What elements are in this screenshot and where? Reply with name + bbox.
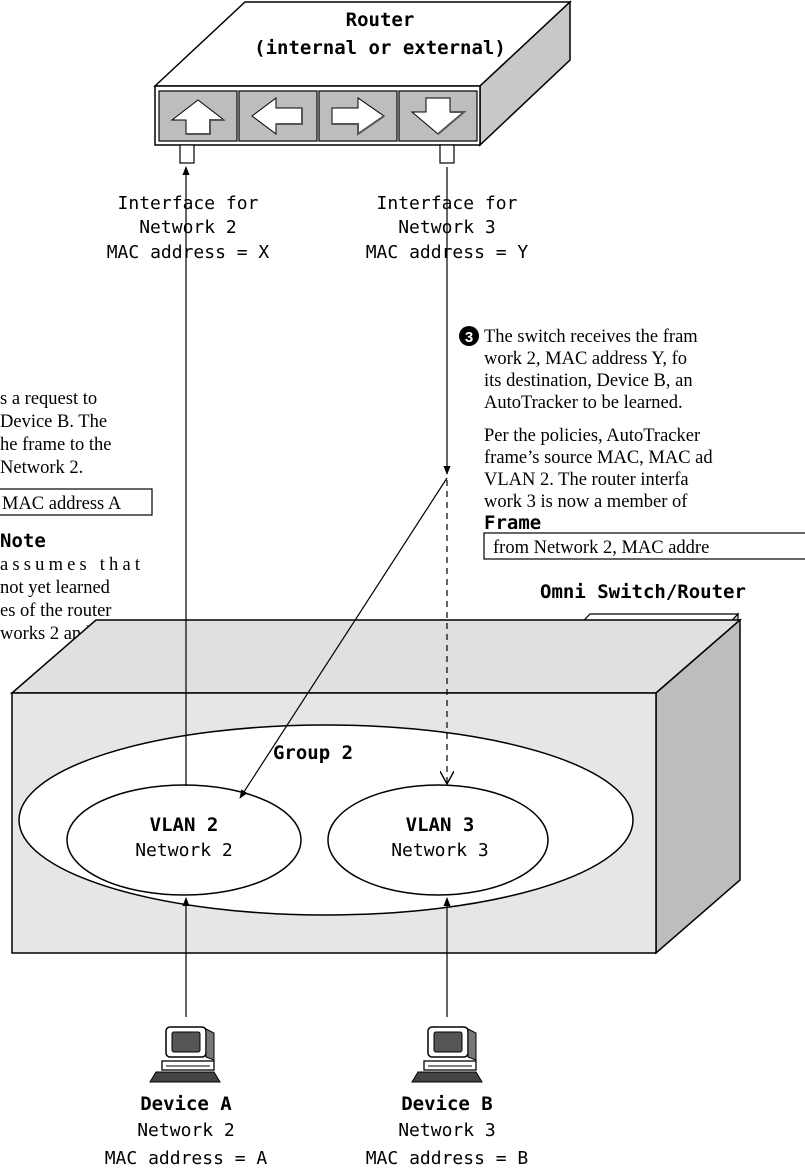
device-b-name: Device B [401,1093,493,1115]
step3-p1-line3: its destination, Device B, an [484,371,693,391]
left-line4: Network 2. [0,458,83,478]
interface-x-line1: Interface for [118,193,259,214]
group-box: Group 2 VLAN 2 Network 2 VLAN 3 Network … [9,618,743,955]
note-line1: assumes that [0,555,141,575]
step3-p2-line2: frame’s source MAC, MAC ad [484,448,713,468]
router-port-3 [318,90,398,142]
switch-label: Omni Switch/Router [540,581,746,603]
left-line2: Device B. The [0,412,107,432]
note-title: Note [0,530,46,552]
step3-p2-line4: work 3 is now a member of [484,492,688,512]
interface-x-line2: Network 2 [139,217,237,238]
router-interface-y-connector [439,144,455,164]
vlan-2-title: VLAN 2 [150,814,219,836]
router-port-4 [398,90,478,142]
left-frame-box [0,488,153,516]
arrow-to-vlan2 [239,477,448,799]
router-port-2 [238,90,318,142]
device-a-name: Device A [140,1093,232,1115]
device-b-network: Network 3 [398,1120,496,1141]
vlan-3-title: VLAN 3 [406,814,475,836]
left-frame-text: MAC address A [2,494,122,514]
device-b: Device B Network 3 MAC address = B [366,1026,529,1169]
vlan-3-network: Network 3 [391,840,489,861]
note-line2: not yet learned [0,578,111,598]
computer-icon [149,1026,221,1083]
router-port-1 [158,90,238,142]
router-interface-x-connector [179,144,195,164]
left-line1: s a request to [0,389,97,409]
step3-frame-label: Frame [484,512,541,534]
interface-x-label: Interface for Network 2 MAC address = X [107,193,270,263]
router-title: Router [346,9,415,31]
connections [182,166,448,1017]
vlan-3-ellipse [327,784,549,896]
device-b-mac: MAC address = B [366,1148,529,1169]
step3-frame-text: from Network 2, MAC addre [493,538,709,558]
step3-p2-line3: VLAN 2. The router interfa [484,470,689,490]
device-a-mac: MAC address = A [105,1148,268,1169]
step3-p2-line1: Per the policies, AutoTracker [484,426,700,446]
note-line3: es of the router [0,601,111,621]
vlan-2-network: Network 2 [135,840,233,861]
step-left-callout: s a request to Device B. The he frame to… [0,389,153,644]
router: Router (internal or external) [153,0,572,164]
interface-x-mac: MAC address = X [107,242,270,263]
vlan-2-ellipse [66,784,302,896]
step3-frame-box [483,532,805,560]
step3-p1-line1: The switch receives the fram [484,327,698,347]
step3-p1-line4: AutoTracker to be learned. [484,393,683,413]
step3-marker-number: 3 [465,329,473,346]
device-a-network: Network 2 [137,1120,235,1141]
router-subtitle: (internal or external) [254,37,506,59]
step3-callout: 3 The switch receives the fram work 2, M… [459,326,805,560]
step3-marker [459,326,479,346]
device-a: Device A Network 2 MAC address = A [105,1026,268,1169]
step3-p1-line2: work 2, MAC address Y, fo [484,349,687,369]
left-line3: he frame to the [0,435,111,455]
computer-icon [411,1026,483,1083]
group-label: Group 2 [273,742,353,764]
